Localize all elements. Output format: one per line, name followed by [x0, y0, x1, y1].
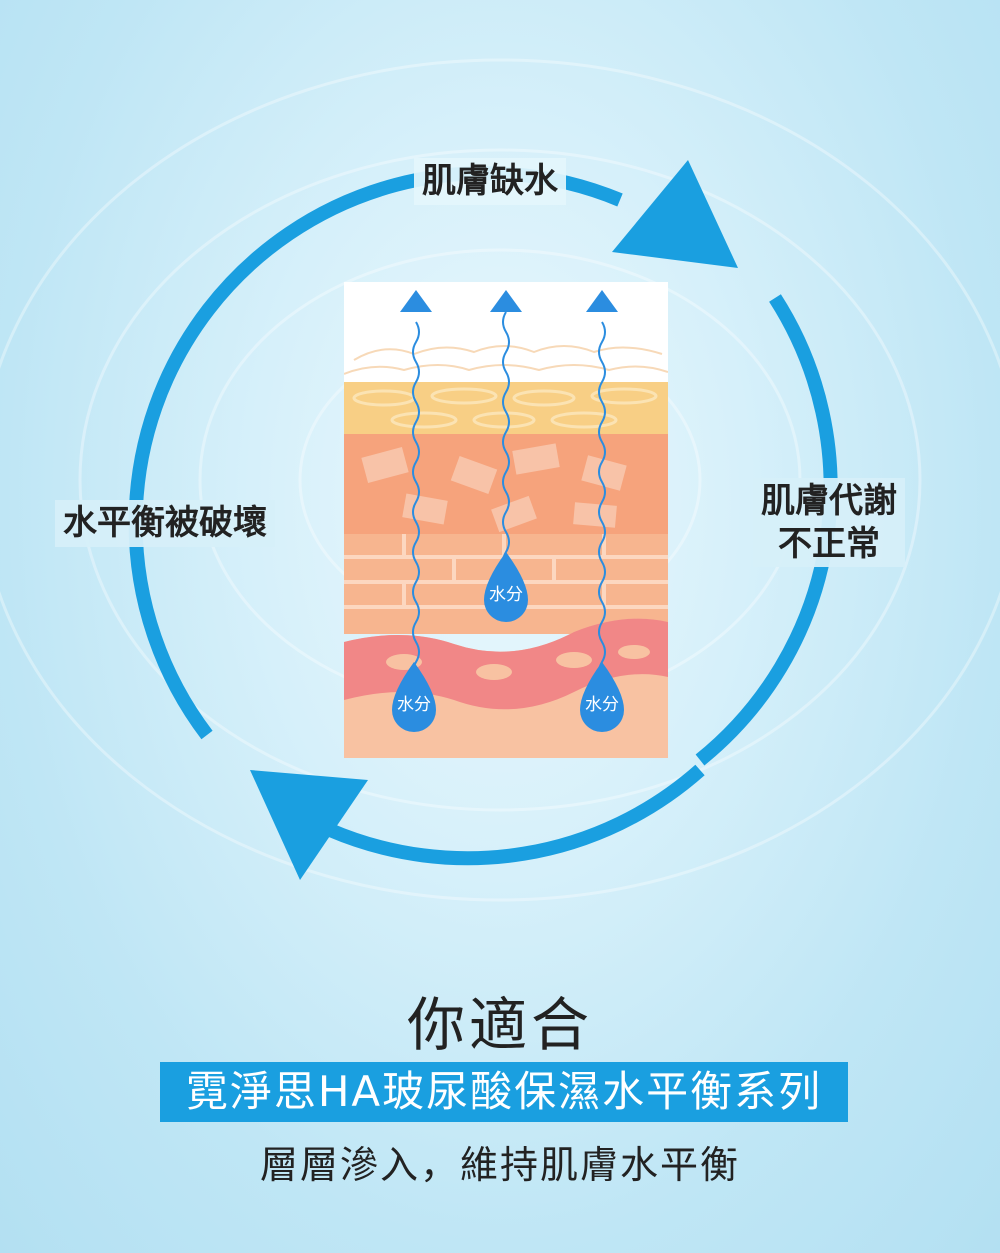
cycle-label-balance-broken: 水平衡被破壞 — [55, 500, 275, 547]
water-drop-label: 水分 — [489, 585, 523, 605]
section-heading: 你適合 — [406, 991, 593, 1059]
arrow-up-icon — [586, 290, 618, 312]
arrow-up-icon — [400, 290, 432, 312]
skin-layer-illustration: 水分 水分 水分 — [344, 282, 668, 758]
water-path-left — [412, 321, 420, 683]
cycle-arc-bottom — [327, 764, 705, 866]
product-series-banner: 霓淨思HA玻尿酸保濕水平衡系列 — [160, 1062, 848, 1122]
water-path-middle — [502, 311, 510, 573]
product-tagline: 層層滲入，維持肌膚水平衡 — [259, 1143, 740, 1187]
water-path-right — [598, 321, 606, 683]
water-drop-label: 水分 — [397, 695, 431, 715]
cycle-label-skin-dehydrated: 肌膚缺水 — [414, 158, 566, 205]
water-drop-middle: 水分 — [484, 552, 528, 622]
water-drop-label: 水分 — [585, 695, 619, 715]
cycle-label-abnormal-metabolism: 肌膚代謝 不正常 — [753, 478, 905, 567]
arrow-up-icon — [490, 290, 522, 312]
water-drop-right: 水分 — [580, 662, 624, 732]
water-drop-left: 水分 — [392, 662, 436, 732]
cycle-label-right-line1: 肌膚代謝 — [761, 481, 897, 521]
arrowhead-bottom-left — [250, 770, 368, 880]
cycle-label-right-line2: 不正常 — [778, 523, 880, 564]
arrowhead-top-right — [612, 160, 738, 268]
